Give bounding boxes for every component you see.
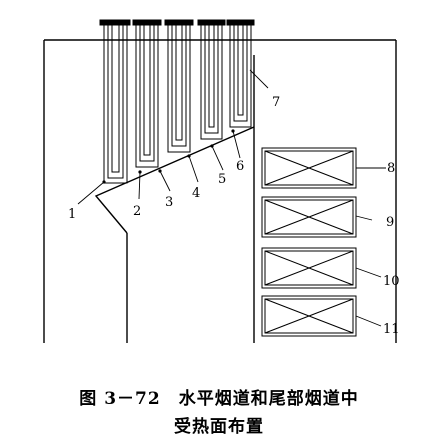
leader-7: [249, 69, 269, 89]
label-9: 9: [386, 215, 394, 230]
leader-lines: [77, 69, 386, 327]
heat-exchanger-boxes: [261, 147, 357, 337]
tube-bundle-5: [226, 19, 255, 128]
leader-2: [138, 171, 141, 200]
label-6: 6: [236, 159, 244, 174]
nose-bottom: [94, 126, 255, 234]
box-8: [261, 147, 357, 189]
leader-6: [232, 130, 241, 159]
label-10: 10: [383, 274, 400, 289]
leader-9: [355, 215, 373, 221]
leader-3: [159, 170, 171, 192]
leader-4: [188, 155, 199, 183]
box-11: [261, 295, 357, 337]
leader-5: [211, 145, 224, 171]
label-5: 5: [218, 172, 226, 187]
tube-bundle-4: [197, 19, 226, 140]
label-7: 7: [272, 95, 280, 110]
figure-caption-line1: 图 3－72 水平烟道和尾部烟道中: [79, 389, 359, 409]
box-9: [261, 196, 357, 238]
tube-bundle-3: [164, 19, 194, 153]
tube-bundle-1: [99, 19, 131, 184]
part-labels: 1 2 3 4 5 6 7 8 9 10 11: [68, 95, 400, 337]
label-3: 3: [165, 195, 173, 210]
figure-caption-line2: 受热面布置: [174, 417, 264, 437]
label-8: 8: [387, 161, 395, 176]
label-2: 2: [133, 204, 141, 219]
label-11: 11: [383, 322, 400, 337]
label-4: 4: [192, 186, 200, 201]
leader-dots: [102, 129, 235, 184]
tube-bundles: [99, 19, 255, 184]
label-1: 1: [68, 207, 76, 222]
leader-10: [355, 267, 382, 278]
tube-bundle-2: [132, 19, 162, 168]
leader-11: [355, 315, 382, 327]
flue-walls: [43, 39, 397, 343]
box-10: [261, 247, 357, 289]
leader-1: [77, 181, 105, 205]
